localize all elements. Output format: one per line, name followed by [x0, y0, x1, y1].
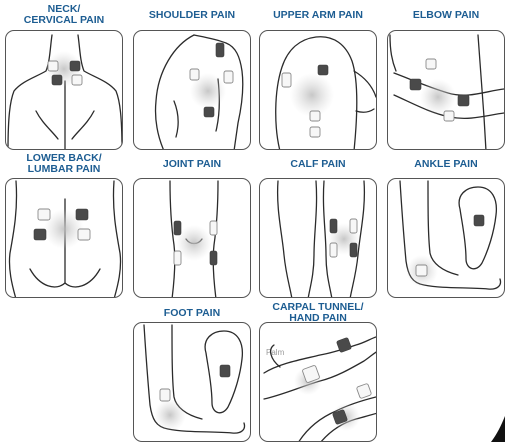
lower-back-illustration [6, 179, 123, 298]
calf-pad-2 [350, 219, 357, 233]
elbow-pain-label: ELBOW PAIN [387, 10, 505, 21]
joint-pad-2 [210, 221, 217, 235]
elbow-pad-4 [444, 111, 454, 121]
elbow-pad-3 [458, 95, 469, 106]
calf-illustration [260, 179, 377, 298]
hand-pad-3 [356, 383, 371, 398]
joint-pad-1 [174, 221, 181, 235]
neck-pad-4 [72, 75, 82, 85]
palm-text: Palm [266, 348, 285, 357]
carpal-tunnel-label: CARPAL TUNNEL/ HAND PAIN [259, 302, 377, 324]
upper-arm-illustration [260, 31, 377, 150]
shoulder-pad-1 [216, 43, 224, 57]
ankle-pad-2 [416, 265, 427, 276]
shoulder-pad-2 [190, 69, 199, 80]
back-pad-4 [78, 229, 90, 240]
upper-arm-pad-4 [310, 127, 320, 137]
back-pad-3 [34, 229, 46, 240]
shoulder-pain-label: SHOULDER PAIN [133, 10, 251, 21]
elbow-pad-1 [426, 59, 436, 69]
neck-back-illustration [6, 31, 123, 150]
upper-arm-pain-label: UPPER ARM PAIN [259, 10, 377, 21]
foot-pad-2 [160, 389, 170, 401]
calf-pain-label: CALF PAIN [259, 159, 377, 170]
calf-pad-3 [330, 243, 337, 257]
carpal-tunnel-panel: Palm [259, 322, 377, 442]
foot-pain-panel [133, 322, 251, 442]
ankle-pain-label: ANKLE PAIN [387, 159, 505, 170]
neck-pad-1 [48, 61, 58, 71]
upper-arm-pad-1 [282, 73, 291, 87]
ankle-illustration [388, 179, 505, 298]
calf-pain-panel [259, 178, 377, 298]
knee-illustration [134, 179, 251, 298]
shoulder-illustration [134, 31, 251, 150]
joint-pain-label: JOINT PAIN [133, 159, 251, 170]
neck-pain-panel [5, 30, 123, 150]
shoulder-pad-3 [224, 71, 233, 83]
foot-illustration [134, 323, 251, 442]
calf-pad-1 [330, 219, 337, 233]
foot-pad-1 [220, 365, 230, 377]
shoulder-pad-4 [204, 107, 214, 117]
lower-back-pain-panel [5, 178, 123, 298]
joint-pad-3 [174, 251, 181, 265]
neck-pain-label: NECK/ CERVICAL PAIN [5, 4, 123, 26]
elbow-pad-2 [410, 79, 421, 90]
upper-arm-pad-2 [318, 65, 328, 75]
back-pad-1 [38, 209, 50, 220]
elbow-pain-panel [387, 30, 505, 150]
upper-arm-pad-3 [310, 111, 320, 121]
ankle-pain-panel [387, 178, 505, 298]
foot-pain-label: FOOT PAIN [133, 308, 251, 319]
joint-pain-panel [133, 178, 251, 298]
shoulder-pain-panel [133, 30, 251, 150]
corner-edge-shape [489, 416, 505, 442]
back-pad-2 [76, 209, 88, 220]
lower-back-pain-label: LOWER BACK/ LUMBAR PAIN [5, 153, 123, 175]
elbow-illustration [388, 31, 505, 150]
neck-pad-2 [70, 61, 80, 71]
neck-pad-3 [52, 75, 62, 85]
hand-illustration: Palm [260, 323, 377, 442]
upper-arm-pain-panel [259, 30, 377, 150]
joint-pad-4 [210, 251, 217, 265]
calf-pad-4 [350, 243, 357, 257]
ankle-pad-1 [474, 215, 484, 226]
